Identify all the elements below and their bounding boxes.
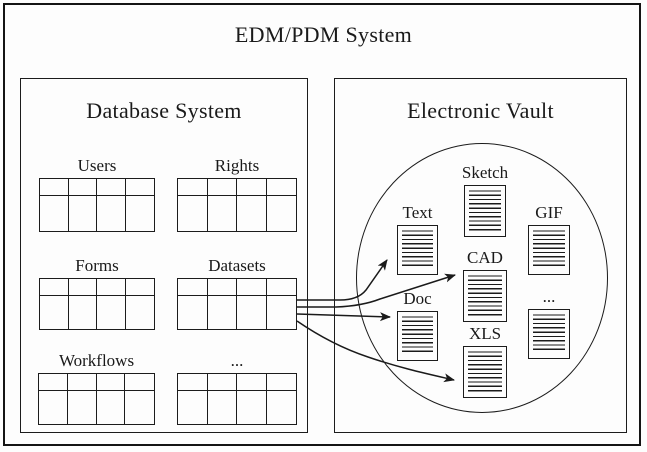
table-label: Rights [214,156,260,175]
document-label: Doc [403,289,432,308]
document-icon [397,225,438,275]
document-icon [397,311,438,361]
table-grid [177,178,297,232]
vault-doc-gif: GIF [528,203,570,275]
db-table-datasets: Datasets [177,256,297,330]
electronic-vault-box [334,78,627,433]
db-table-forms: Forms [39,256,155,330]
vault-doc-more: ... [528,287,570,359]
document-label: GIF [535,203,563,222]
document-label: CAD [467,248,503,267]
document-icon [464,185,506,237]
vault-doc-text: Text [397,203,438,275]
document-label: Sketch [461,163,509,182]
table-label: Datasets [208,256,266,275]
table-grid [39,178,155,232]
document-icon [463,346,507,398]
document-icon [528,309,570,359]
table-label: ... [230,351,244,370]
table-label: Users [77,156,117,175]
table-grid [39,278,155,330]
diagram-title: EDM/PDM System [234,22,413,47]
vault-doc-cad: CAD [463,248,507,322]
vault-doc-sketch: Sketch [461,163,509,237]
table-grid [177,278,297,330]
database-system-box [20,78,308,433]
db-table-workflows: Workflows [38,351,155,425]
vault-doc-doc: Doc [397,289,438,361]
table-label: Workflows [58,351,135,370]
db-table-rights: Rights [177,156,297,232]
document-icon [528,225,570,275]
table-grid [177,373,297,425]
diagram-outer-border [3,3,641,446]
table-label: Forms [75,256,119,275]
document-icon [463,270,507,322]
db-table-users: Users [39,156,155,232]
electronic-vault-title: Electronic Vault [407,98,554,123]
vault-doc-xls: XLS [463,324,507,398]
document-label: ... [542,287,556,306]
database-system-title: Database System [86,98,242,123]
table-grid [38,373,155,425]
db-table-more: ... [177,351,297,425]
document-label: XLS [468,324,502,343]
document-label: Text [402,203,433,222]
